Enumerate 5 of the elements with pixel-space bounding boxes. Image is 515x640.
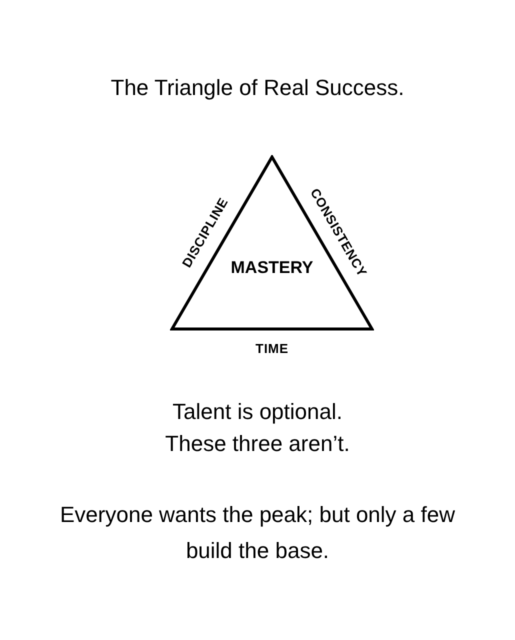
side-label: TIME [256,340,289,356]
caption-text: These three aren’t. [164,430,351,458]
caption-text: Talent is optional. [172,398,344,426]
caption-text: Everyone wants the peak; but only a few build the base. [58,501,456,565]
title: The Triangle of Real Success. [110,74,406,102]
